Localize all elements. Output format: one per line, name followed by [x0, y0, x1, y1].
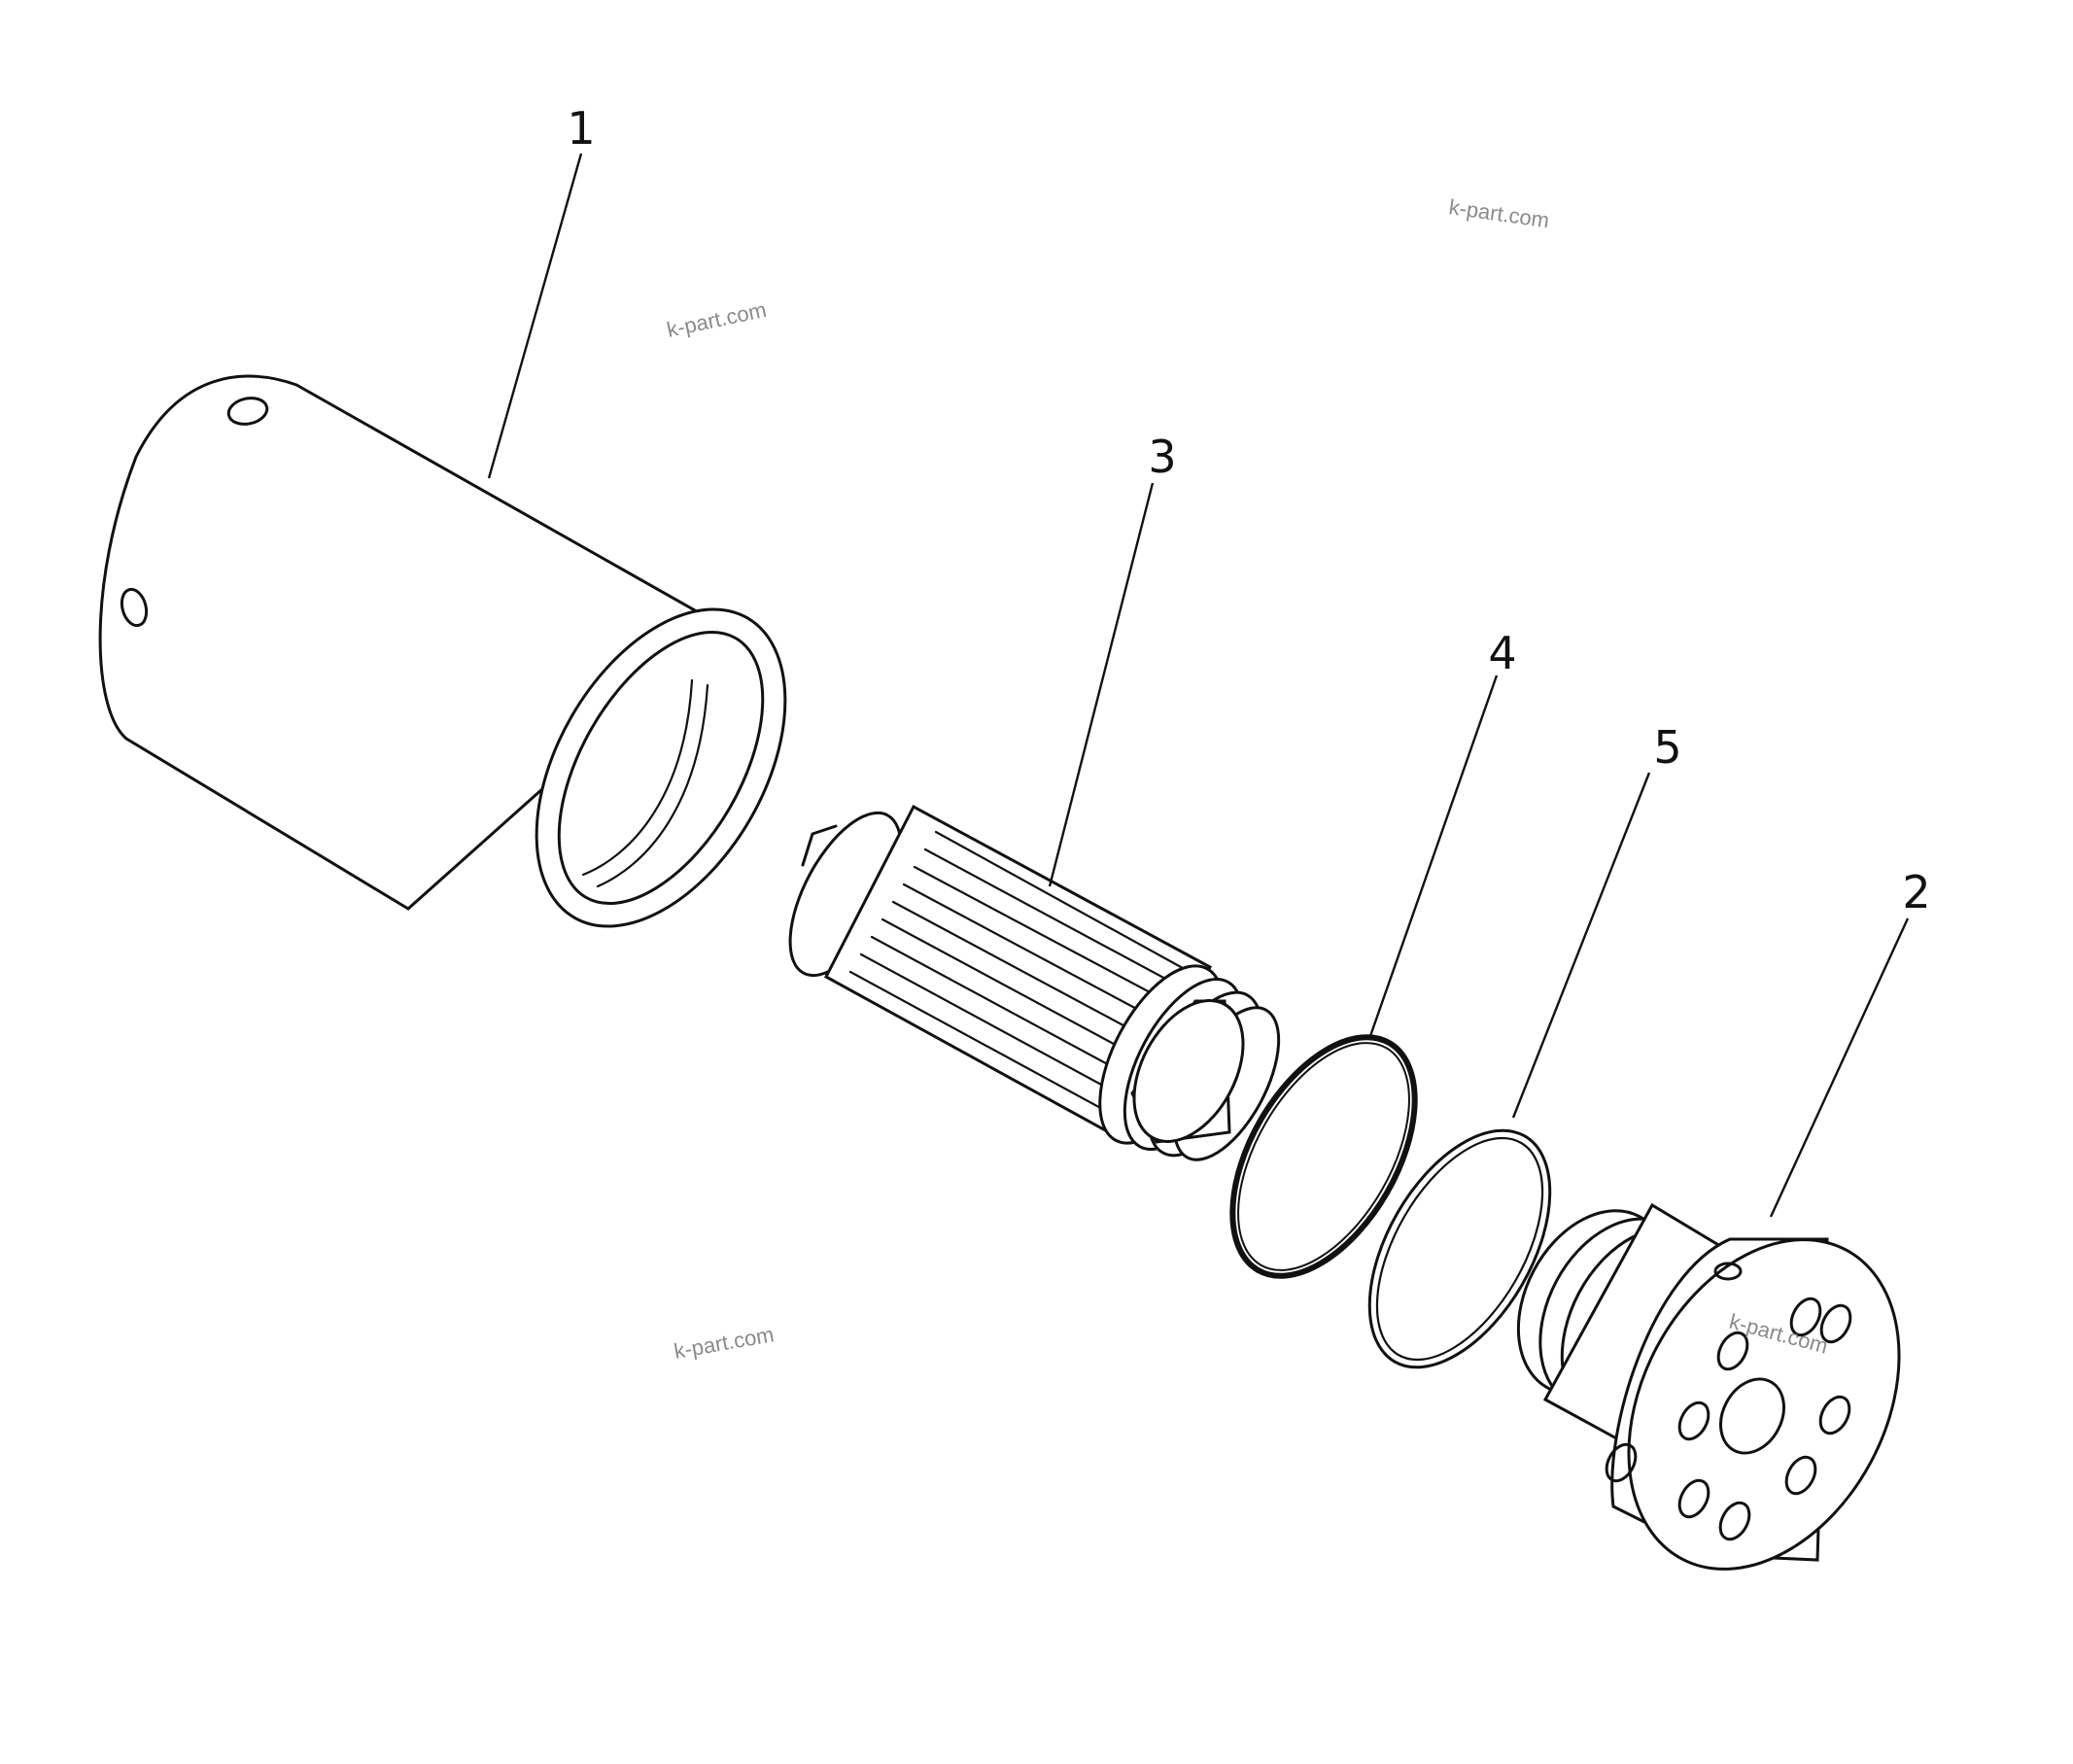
leader-line-3 — [1048, 482, 1155, 887]
filter-element-part — [788, 804, 1281, 1161]
leader-line-4 — [1368, 674, 1499, 1037]
backup-ring-part — [1367, 1128, 1552, 1369]
housing-part — [98, 374, 787, 928]
callout-3: 3 — [1148, 431, 1176, 483]
callout-1: 1 — [567, 102, 595, 155]
callout-2: 2 — [1902, 866, 1930, 918]
watermark-text: k-part.com — [665, 297, 769, 342]
leader-line-2 — [1769, 917, 1910, 1218]
watermark-text: k-part.com — [673, 1322, 777, 1364]
callout-4: 4 — [1488, 627, 1516, 679]
callout-5: 5 — [1653, 721, 1681, 774]
watermark-text: k-part.com — [1447, 194, 1550, 232]
leader-line-1 — [487, 153, 583, 479]
oring-part — [1229, 1034, 1418, 1279]
filter-head-part — [1516, 1202, 1901, 1571]
leader-line-5 — [1511, 772, 1651, 1119]
